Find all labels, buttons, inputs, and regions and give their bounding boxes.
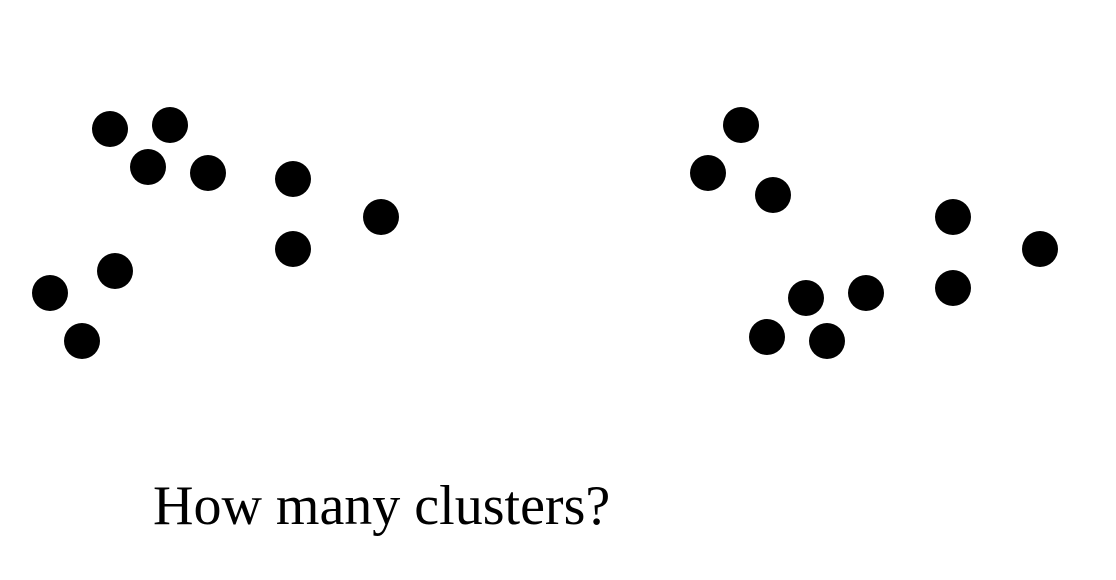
dot [130, 149, 166, 185]
dot [190, 155, 226, 191]
dot [275, 161, 311, 197]
dot [64, 323, 100, 359]
dot [1022, 231, 1058, 267]
dot [275, 231, 311, 267]
dot [935, 270, 971, 306]
dot [32, 275, 68, 311]
dot [755, 177, 791, 213]
dot [809, 323, 845, 359]
dot [749, 319, 785, 355]
dot [152, 107, 188, 143]
dot [935, 199, 971, 235]
dot [97, 253, 133, 289]
question-text: How many clusters? [153, 475, 611, 537]
dot-field [32, 107, 1058, 359]
dot [690, 155, 726, 191]
dot [363, 199, 399, 235]
dot [788, 280, 824, 316]
dot [848, 275, 884, 311]
dot [723, 107, 759, 143]
dot [92, 111, 128, 147]
